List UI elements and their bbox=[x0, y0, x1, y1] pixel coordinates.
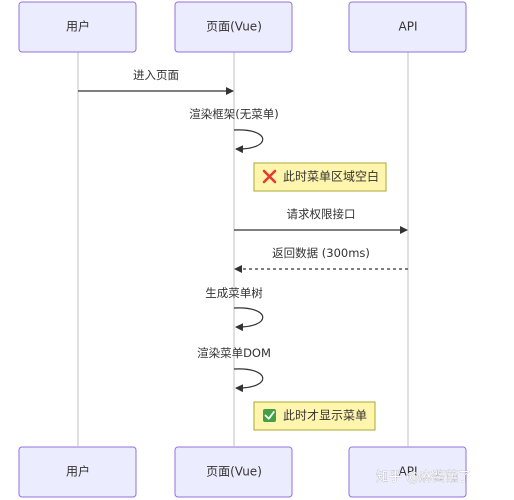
actor-label: 用户 bbox=[66, 464, 90, 479]
actor-page-top: 页面(Vue) bbox=[174, 1, 293, 53]
self-loop-arrow bbox=[233, 129, 264, 154]
message-render-menu-dom: 渲染菜单DOM bbox=[197, 346, 271, 393]
message-enter-page: 进入页面 bbox=[78, 68, 234, 95]
message-render-frame: 渲染框架(无菜单) bbox=[189, 107, 279, 154]
note-label: 此时才显示菜单 bbox=[283, 409, 367, 423]
message-build-menu-tree: 生成菜单树 bbox=[205, 286, 264, 332]
message-label: 生成菜单树 bbox=[205, 286, 263, 300]
self-loop-arrow bbox=[233, 307, 264, 332]
actor-user-bottom: 用户 bbox=[18, 446, 137, 498]
message-label: 渲染菜单DOM bbox=[197, 346, 271, 360]
actor-label: 页面(Vue) bbox=[206, 465, 262, 479]
message-label: 返回数据 (300ms) bbox=[272, 246, 370, 260]
message-return-data: 返回数据 (300ms) bbox=[234, 246, 408, 273]
note-menu-blank: 此时菜单区域空白 bbox=[253, 162, 387, 192]
actor-user-top: 用户 bbox=[18, 1, 137, 53]
actor-page-bottom: 页面(Vue) bbox=[174, 446, 293, 498]
actor-api-bottom: API bbox=[348, 446, 467, 498]
self-loop-arrow bbox=[233, 368, 264, 393]
cross-mark-icon bbox=[262, 169, 277, 184]
message-label: 请求权限接口 bbox=[287, 207, 356, 221]
message-label: 渲染框架(无菜单) bbox=[189, 107, 278, 121]
watermark-text: 知乎 @麻酱蘸了 bbox=[376, 469, 471, 485]
actor-api-top: API bbox=[348, 1, 467, 53]
actor-label: API bbox=[399, 20, 418, 34]
check-mark-icon bbox=[263, 409, 276, 422]
actor-label: 用户 bbox=[66, 19, 90, 34]
message-request-permission: 请求权限接口 bbox=[234, 207, 408, 234]
actor-label: API bbox=[399, 465, 418, 479]
message-label: 进入页面 bbox=[133, 68, 179, 82]
note-label: 此时菜单区域空白 bbox=[283, 169, 379, 184]
note-menu-shown: 此时才显示菜单 bbox=[253, 401, 376, 431]
actor-label: 页面(Vue) bbox=[206, 20, 262, 34]
